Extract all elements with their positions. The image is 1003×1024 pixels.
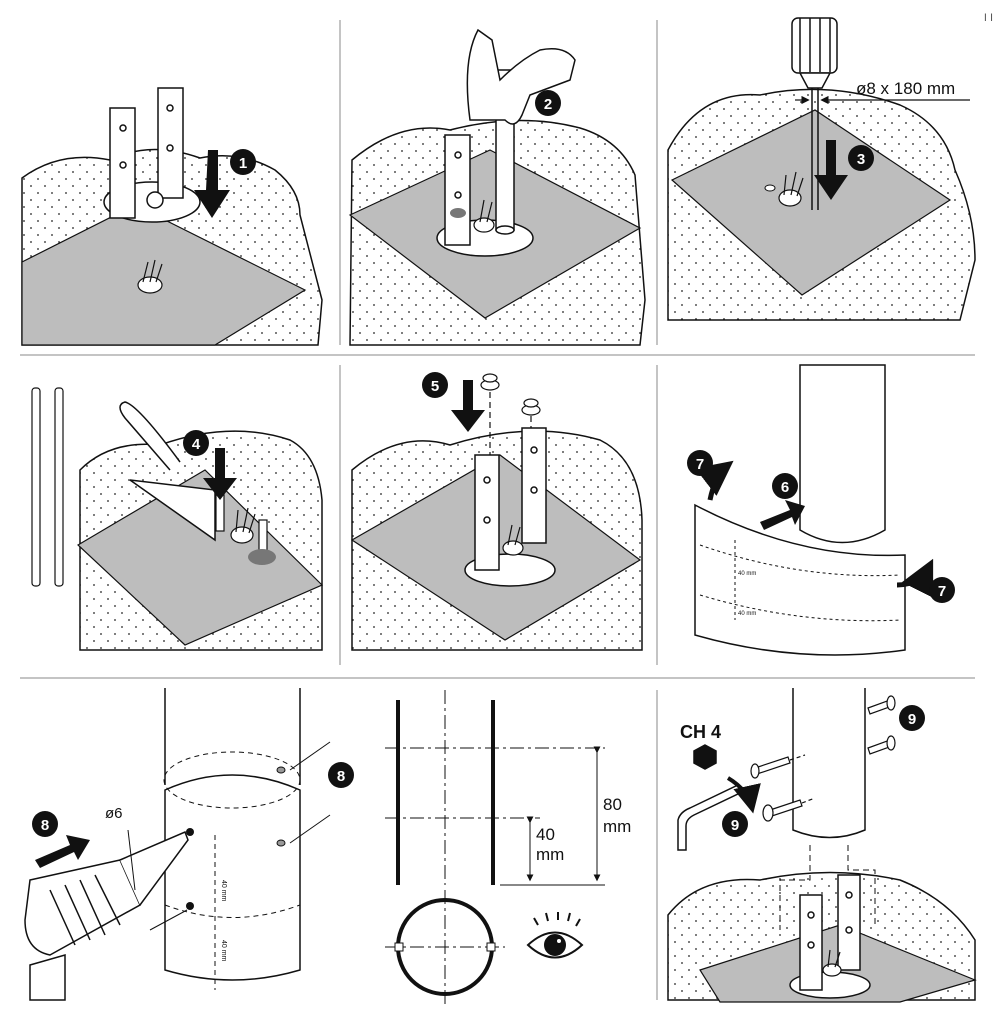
nuts-and-washers bbox=[480, 373, 541, 455]
panel-step-5: 5 bbox=[350, 372, 643, 651]
step-badge-2 bbox=[535, 90, 561, 116]
cable-bundle bbox=[230, 507, 256, 544]
cover-top-view bbox=[385, 890, 505, 1005]
step-number-8a: 8 bbox=[41, 817, 49, 834]
panel-step-8-drill: 40 mm 40 mm ø6 8 8 bbox=[24, 688, 354, 1001]
step-number-9a: 9 bbox=[731, 817, 739, 834]
step-number-8b: 8 bbox=[337, 768, 345, 785]
step-badge-8b bbox=[328, 762, 354, 788]
step-badge-7b bbox=[929, 577, 955, 603]
step-badge-9b bbox=[899, 705, 925, 731]
step-badge-3 bbox=[848, 145, 874, 171]
cable-bundle bbox=[473, 199, 495, 233]
hand bbox=[466, 28, 576, 125]
drill-small-size-label: ø6 bbox=[105, 805, 123, 822]
push-arrow bbox=[35, 835, 90, 868]
drill-machine bbox=[24, 830, 189, 1001]
rotate-arrow bbox=[726, 776, 761, 814]
down-arrow bbox=[814, 140, 848, 200]
sheet-marks bbox=[699, 540, 901, 622]
step-badge-7a bbox=[687, 450, 713, 476]
post bbox=[792, 688, 866, 839]
threaded-rods bbox=[31, 387, 64, 587]
dimension-lines bbox=[500, 746, 605, 886]
step-badge-1 bbox=[230, 149, 256, 175]
mark-40b: 40 mm bbox=[220, 940, 227, 962]
trowel bbox=[129, 479, 216, 542]
cover-sheet bbox=[694, 503, 906, 656]
step-number-1: 1 bbox=[239, 155, 247, 172]
panel-step-6-7: 40 mm 40 mm 6 7 7 bbox=[687, 364, 955, 656]
sheet-mark-1: 40 mm bbox=[738, 571, 756, 577]
cable-bundle bbox=[822, 949, 842, 977]
post-bracket bbox=[464, 427, 556, 587]
sheet-mark-2: 40 mm bbox=[738, 611, 756, 617]
panel-step-3: ø8 x 180 mm 3 bbox=[667, 17, 976, 321]
dimension-80-unit: mm bbox=[603, 817, 631, 836]
cable-bundle bbox=[778, 171, 804, 207]
curl-arrow-right bbox=[896, 558, 934, 598]
step-number-3: 3 bbox=[857, 151, 865, 168]
trowel-handle bbox=[119, 401, 181, 471]
panel-step-4: 4 bbox=[31, 387, 324, 651]
step-number-7a: 7 bbox=[696, 456, 704, 473]
post-bracket bbox=[436, 134, 534, 257]
dimension-80-value: 80 bbox=[603, 795, 622, 814]
wrench-size-label: CH 4 bbox=[680, 722, 721, 742]
down-arrow bbox=[194, 150, 230, 218]
drill-size-label: ø8 x 180 mm bbox=[856, 79, 955, 98]
page-marker: I I bbox=[983, 12, 993, 24]
dashed-guides bbox=[779, 845, 876, 930]
step-number-2: 2 bbox=[544, 96, 552, 113]
rivet bbox=[276, 766, 286, 774]
cable-bundle bbox=[502, 524, 524, 556]
panel-step-1: 1 bbox=[21, 87, 323, 346]
eye-icon bbox=[526, 912, 584, 959]
step-number-9b: 9 bbox=[908, 711, 916, 728]
screws bbox=[750, 695, 896, 822]
rivet bbox=[276, 839, 286, 847]
step-badge-8a bbox=[32, 811, 58, 837]
step-badge-9a bbox=[722, 811, 748, 837]
step-number-4: 4 bbox=[192, 436, 201, 453]
drill-machine bbox=[791, 17, 838, 210]
cover-section bbox=[396, 700, 495, 885]
drill-hole bbox=[186, 828, 194, 836]
concrete-slab bbox=[670, 109, 952, 296]
post bbox=[799, 364, 886, 544]
push-arrow bbox=[760, 500, 805, 530]
mark-40a: 40 mm bbox=[220, 880, 227, 902]
step-number-6: 6 bbox=[781, 479, 789, 496]
dimension-40-value: 40 bbox=[536, 825, 555, 844]
post bbox=[164, 688, 301, 785]
cable-bundle bbox=[137, 259, 163, 294]
down-arrow bbox=[203, 448, 237, 500]
step-badge-5 bbox=[422, 372, 448, 398]
mortar-spot bbox=[450, 208, 466, 218]
panel-grid bbox=[20, 20, 975, 1000]
step-number-7b: 7 bbox=[938, 583, 946, 600]
post-bracket bbox=[789, 874, 871, 999]
down-arrow bbox=[451, 380, 485, 432]
post-bracket bbox=[103, 87, 201, 223]
mortar-spot bbox=[248, 549, 276, 565]
curl-arrow-left bbox=[695, 460, 734, 501]
panel-step-9: CH 4 9 9 bbox=[667, 688, 977, 1003]
step-badge-4 bbox=[183, 430, 209, 456]
drill-hole-mark bbox=[764, 184, 776, 192]
panel-dimensions: 40 mm 80 mm bbox=[385, 690, 631, 1005]
cover-on-post bbox=[164, 774, 301, 981]
drill-hole bbox=[186, 902, 194, 910]
panel-step-2: 2 bbox=[348, 28, 646, 346]
step-badge-6 bbox=[772, 473, 798, 499]
step-number-5: 5 bbox=[431, 378, 439, 395]
dimension-40-unit: mm bbox=[536, 845, 564, 864]
